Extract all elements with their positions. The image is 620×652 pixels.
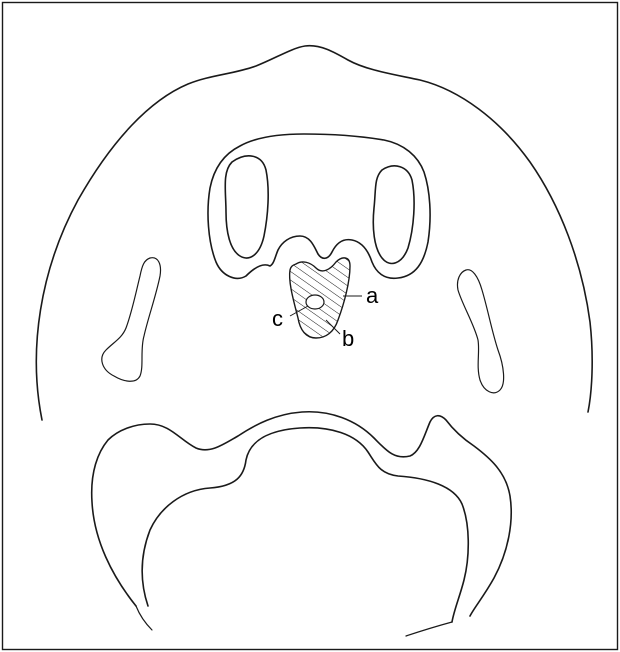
right-sinus-cavity — [373, 166, 414, 264]
left-lateral-bone — [102, 258, 161, 382]
label-a: a — [366, 283, 379, 308]
inner-oval-c — [306, 295, 324, 309]
label-c: c — [272, 306, 283, 331]
lower-right-tail — [406, 622, 452, 636]
left-sinus-cavity — [225, 156, 268, 258]
lower-left-tail — [136, 606, 152, 630]
lower-outer-contour — [92, 412, 512, 616]
right-lateral-bone — [457, 270, 503, 393]
label-b: b — [342, 326, 354, 351]
lower-inner-contour — [142, 428, 468, 622]
outer-head-contour — [36, 46, 592, 420]
